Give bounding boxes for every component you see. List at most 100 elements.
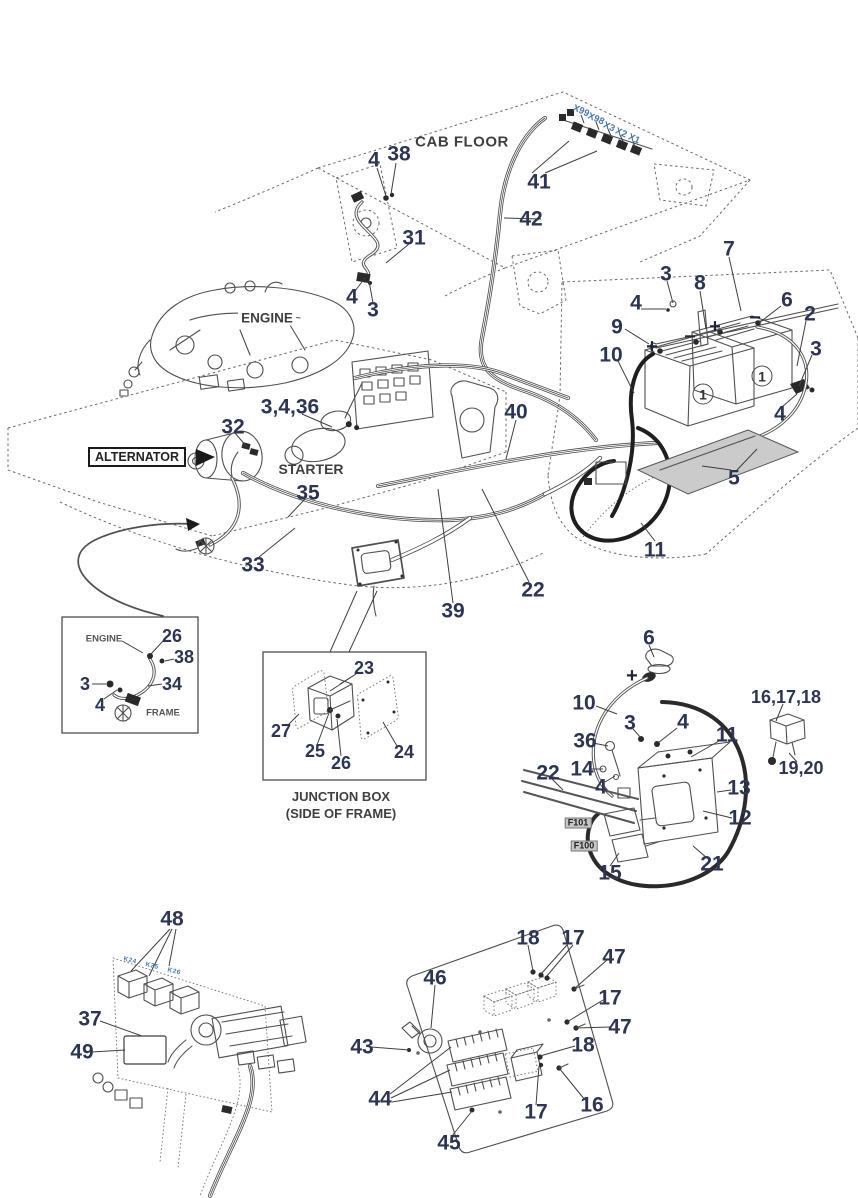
callout-11: 11 bbox=[715, 723, 739, 747]
callout-43: 43 bbox=[350, 1035, 374, 1059]
callout-22: 22 bbox=[536, 761, 560, 785]
callout-23: 23 bbox=[353, 658, 375, 678]
callout-17: 17 bbox=[598, 986, 622, 1010]
connector-strip bbox=[559, 109, 653, 156]
callout-33: 33 bbox=[241, 553, 265, 577]
callout-+: + bbox=[646, 336, 658, 358]
callout-19-20: 19,20 bbox=[778, 758, 824, 778]
callout-12: 12 bbox=[728, 806, 752, 830]
callout-40: 40 bbox=[504, 400, 528, 424]
callout-21: 21 bbox=[700, 852, 724, 876]
callout-8: 8 bbox=[694, 271, 706, 295]
callout-5: 5 bbox=[728, 466, 740, 490]
engine-label: ENGINE bbox=[238, 310, 296, 326]
callout-7: 7 bbox=[723, 237, 735, 261]
callout-4: 4 bbox=[630, 291, 642, 315]
inset-ground-strap bbox=[61, 616, 199, 734]
callout-47: 47 bbox=[608, 1015, 632, 1039]
callout-4: 4 bbox=[677, 710, 689, 734]
callout-26: 26 bbox=[161, 626, 183, 646]
callout-17: 17 bbox=[524, 1100, 548, 1124]
starter-wire bbox=[344, 382, 363, 419]
callout-27: 27 bbox=[270, 721, 292, 741]
callout-14: 14 bbox=[570, 757, 594, 781]
callout-10: 10 bbox=[572, 691, 596, 715]
alternator-arrow bbox=[196, 449, 215, 466]
leader-lines bbox=[91, 140, 813, 1137]
harness-40 bbox=[352, 363, 659, 489]
callout-47: 47 bbox=[602, 945, 626, 969]
callout-3: 3 bbox=[624, 711, 636, 735]
callout-24: 24 bbox=[393, 742, 415, 762]
starter-drawing bbox=[284, 410, 360, 465]
inset-frame-label: FRAME bbox=[146, 707, 180, 719]
bottom-left-panel bbox=[92, 957, 307, 1198]
callout--: − bbox=[749, 307, 761, 329]
callout-4: 4 bbox=[368, 148, 380, 172]
callout--: − bbox=[684, 326, 696, 348]
callout-16: 16 bbox=[580, 1093, 604, 1117]
ground-symbol bbox=[175, 537, 215, 555]
callout-48: 48 bbox=[160, 907, 184, 931]
bottom-middle-panel bbox=[401, 924, 614, 1154]
callout-31: 31 bbox=[402, 226, 426, 250]
callout-+: + bbox=[626, 665, 638, 687]
callout-4: 4 bbox=[346, 285, 358, 309]
callout-3: 3 bbox=[367, 298, 379, 322]
callout-42: 42 bbox=[519, 207, 543, 231]
callout-44: 44 bbox=[368, 1087, 392, 1111]
callout-4: 4 bbox=[94, 695, 106, 715]
callout-26: 26 bbox=[330, 753, 352, 773]
callout-+: + bbox=[709, 316, 721, 338]
fuse-label-f101: F101 bbox=[564, 817, 592, 829]
callout-16-17-18: 16,17,18 bbox=[750, 687, 822, 707]
callout-35: 35 bbox=[296, 481, 320, 505]
callout-38: 38 bbox=[387, 142, 411, 166]
callout-46: 46 bbox=[423, 966, 447, 990]
callout-45: 45 bbox=[437, 1131, 461, 1155]
callout-41: 41 bbox=[527, 170, 551, 194]
callout-11: 11 bbox=[643, 538, 667, 562]
callout-13: 13 bbox=[727, 776, 751, 800]
junction-box-caption-line1: JUNCTION BOX bbox=[291, 789, 391, 804]
callout-1: 1 bbox=[751, 365, 773, 387]
callout-18: 18 bbox=[571, 1033, 595, 1057]
inset-junction-box bbox=[262, 651, 427, 781]
callout-49: 49 bbox=[70, 1040, 94, 1064]
callout-6: 6 bbox=[643, 626, 655, 650]
callout-10: 10 bbox=[599, 343, 623, 367]
pointer-arrow bbox=[77, 518, 200, 617]
junction-box-caption: JUNCTION BOX (SIDE OF FRAME) bbox=[286, 789, 397, 823]
callout-6: 6 bbox=[781, 288, 793, 312]
callout-1: 1 bbox=[692, 383, 714, 405]
callout-4: 4 bbox=[595, 775, 607, 799]
callout-4: 4 bbox=[774, 402, 786, 426]
callout-32: 32 bbox=[221, 415, 245, 439]
callout-34: 34 bbox=[161, 674, 183, 694]
callout-3: 3 bbox=[810, 337, 822, 361]
callout-18: 18 bbox=[516, 926, 540, 950]
callout-38: 38 bbox=[173, 647, 195, 667]
inset-engine-label: ENGINE bbox=[85, 633, 123, 645]
harness-35 bbox=[240, 455, 603, 563]
cab-floor-plate bbox=[214, 91, 751, 315]
callout-22: 22 bbox=[521, 578, 545, 602]
junction-box bbox=[351, 539, 405, 617]
alternator-label: ALTERNATOR bbox=[88, 447, 187, 467]
callout-9: 9 bbox=[611, 315, 623, 339]
callout-39: 39 bbox=[441, 599, 465, 623]
junction-box-caption-line2: (SIDE OF FRAME) bbox=[285, 805, 397, 821]
callout-3: 3 bbox=[660, 262, 672, 286]
callout-17: 17 bbox=[561, 926, 585, 950]
callout-37: 37 bbox=[78, 1007, 102, 1031]
callout-15: 15 bbox=[598, 861, 622, 885]
callout-3: 3 bbox=[79, 674, 91, 694]
callout-3-4-36: 3,4,36 bbox=[260, 395, 320, 419]
cab-floor-label: CAB FLOOR bbox=[415, 133, 509, 151]
callout-25: 25 bbox=[304, 741, 326, 761]
harness-42 bbox=[478, 115, 599, 443]
